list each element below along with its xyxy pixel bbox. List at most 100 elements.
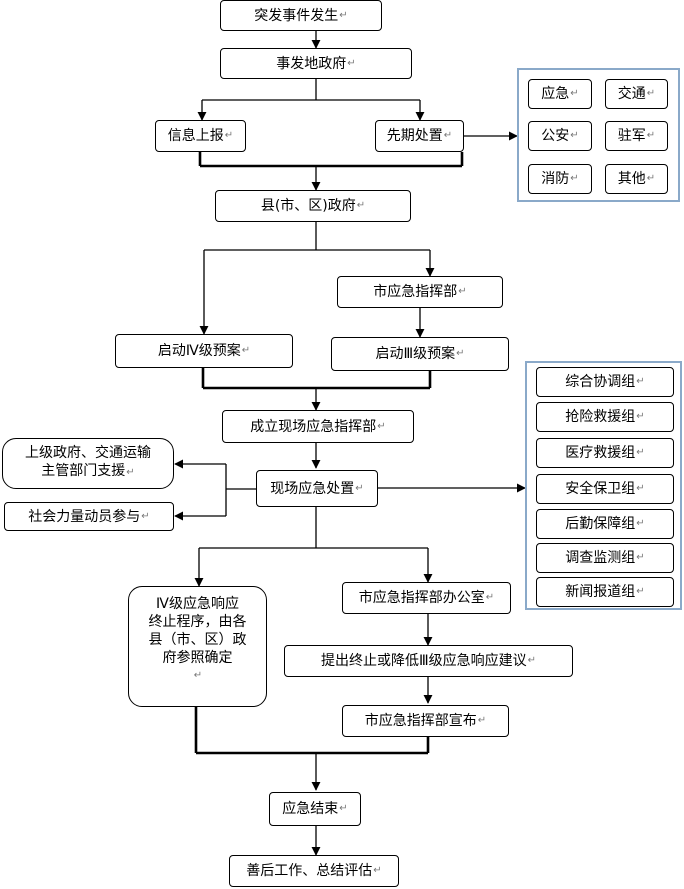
group-rescue: 抢险救援组↵ <box>536 402 674 432</box>
node-label: 信息上报 <box>167 128 224 144</box>
paragraph-mark: ↵ <box>443 130 453 141</box>
group-label: 抢险救援组 <box>565 409 636 425</box>
unit-garrison: 驻军↵ <box>605 121 668 151</box>
paragraph-mark: ↵ <box>570 88 579 99</box>
paragraph-mark: ↵ <box>339 9 348 21</box>
node-onsite-response: 现场应急处置↵ <box>256 470 378 507</box>
paragraph-mark: ↵ <box>339 803 348 814</box>
paragraph-mark: ↵ <box>485 592 495 603</box>
node-higher-government-support: 上级政府、交通运输 主管部门支援↵ <box>2 438 174 489</box>
paragraph-mark: ↵ <box>646 130 656 141</box>
paragraph-mark: ↵ <box>636 376 645 387</box>
node-label: 市应急指挥部办公室 <box>358 590 485 606</box>
paragraph-mark: ↵ <box>570 130 579 141</box>
paragraph-mark: ↵ <box>377 420 386 432</box>
node-label-line: 终止程序，由各 <box>148 614 247 630</box>
node-label: 启动Ⅲ级预案 <box>375 346 456 362</box>
node-label: 突发事件发生 <box>254 7 339 24</box>
unit-traffic: 交通↵ <box>605 79 668 109</box>
node-city-emergency-command: 市应急指挥部↵ <box>337 276 503 308</box>
paragraph-mark: ↵ <box>636 552 645 563</box>
node-label: 提出终止或降低Ⅲ级应急响应建议 <box>320 653 527 669</box>
unit-label: 公安 <box>541 128 570 144</box>
paragraph-mark: ↵ <box>347 57 356 69</box>
node-aftermath-evaluation: 善后工作、总结评估↵ <box>229 855 399 887</box>
node-propose-termination: 提出终止或降低Ⅲ级应急响应建议↵ <box>284 645 573 677</box>
node-label: 市应急指挥部 <box>373 284 458 300</box>
paragraph-mark: ↵ <box>456 348 465 359</box>
node-label: 启动Ⅳ级预案 <box>157 343 241 359</box>
node-social-mobilization: 社会力量动员参与↵ <box>4 502 174 531</box>
unit-label: 其他 <box>617 171 646 187</box>
node-start-level3-plan: 启动Ⅲ级预案↵ <box>331 337 509 371</box>
paragraph-mark: ↵ <box>355 482 364 494</box>
node-label: 现场应急处置 <box>270 480 355 497</box>
node-label-line: Ⅳ级应急响应 <box>156 596 239 612</box>
unit-label: 交通 <box>617 86 646 102</box>
paragraph-mark: ↵ <box>636 586 645 597</box>
node-city-command-office: 市应急指挥部办公室↵ <box>342 582 511 614</box>
paragraph-mark: ↵ <box>126 467 135 478</box>
paragraph-mark: ↵ <box>646 88 656 99</box>
paragraph-mark: ↵ <box>527 655 537 666</box>
node-label: 成立现场应急指挥部 <box>250 418 377 435</box>
unit-label: 驻军 <box>617 128 646 144</box>
paragraph-mark: ↵ <box>241 345 251 356</box>
paragraph-mark: ↵ <box>193 670 203 681</box>
node-county-government: 县(市、区)政府↵ <box>215 190 411 222</box>
node-level4-termination: Ⅳ级应急响应 终止程序，由各 县（市、区）政 府参照确定 ↵ <box>128 586 267 707</box>
node-label: 应急结束 <box>282 801 339 817</box>
node-label: 善后工作、总结评估 <box>246 863 373 879</box>
paragraph-mark: ↵ <box>646 173 656 184</box>
paragraph-mark: ↵ <box>477 715 487 726</box>
paragraph-mark: ↵ <box>636 447 645 458</box>
group-investigation: 调查监测组↵ <box>536 543 674 573</box>
paragraph-mark: ↵ <box>570 173 579 184</box>
node-label: 先期处置 <box>386 128 443 144</box>
node-label: 市应急指挥部宣布 <box>364 713 477 729</box>
node-city-command-announce: 市应急指挥部宣布↵ <box>342 705 509 737</box>
node-local-government: 事发地政府↵ <box>220 48 412 79</box>
node-label-line: 县（市、区）政 <box>148 632 247 648</box>
node-initial-response: 先期处置↵ <box>375 120 464 152</box>
unit-label: 应急 <box>541 86 570 102</box>
group-security: 安全保卫组↵ <box>536 474 674 504</box>
unit-fire: 消防↵ <box>528 164 592 194</box>
responder-units-group <box>517 68 680 202</box>
working-groups-container <box>525 361 682 610</box>
node-label: 社会力量动员参与 <box>28 508 141 525</box>
group-logistics: 后勤保障组↵ <box>536 509 674 539</box>
unit-emergency: 应急↵ <box>528 79 592 109</box>
node-start-level4-plan: 启动Ⅳ级预案↵ <box>115 334 293 368</box>
unit-police: 公安↵ <box>528 121 592 151</box>
group-news: 新闻报道组↵ <box>536 577 674 607</box>
paragraph-mark: ↵ <box>458 286 467 297</box>
paragraph-mark: ↵ <box>636 483 645 494</box>
node-label: 县(市、区)政府 <box>260 198 356 214</box>
group-label: 综合协调组 <box>565 374 636 390</box>
group-coordination: 综合协调组↵ <box>536 367 674 397</box>
paragraph-mark: ↵ <box>224 130 234 141</box>
group-label: 后勤保障组 <box>565 516 636 532</box>
group-label: 调查监测组 <box>565 550 636 566</box>
paragraph-mark: ↵ <box>636 411 645 422</box>
unit-label: 消防 <box>541 171 570 187</box>
node-onsite-command: 成立现场应急指挥部↵ <box>222 410 414 443</box>
node-information-report: 信息上报↵ <box>155 120 246 152</box>
node-emergency-end: 应急结束↵ <box>269 792 361 826</box>
group-medical: 医疗救援组↵ <box>536 438 674 468</box>
group-label: 新闻报道组 <box>565 584 636 600</box>
group-label: 医疗救援组 <box>565 445 636 461</box>
node-label: 事发地政府 <box>276 55 347 72</box>
unit-other: 其他↵ <box>605 164 668 194</box>
paragraph-mark: ↵ <box>356 200 366 211</box>
paragraph-mark: ↵ <box>141 510 150 522</box>
group-label: 安全保卫组 <box>565 481 636 497</box>
node-label-line: 上级政府、交通运输 <box>25 445 151 461</box>
node-label-line: 府参照确定 <box>162 650 233 666</box>
node-label-line: 主管部门支援 <box>41 463 126 479</box>
paragraph-mark: ↵ <box>373 865 382 876</box>
paragraph-mark: ↵ <box>636 518 645 529</box>
node-event-occurs: 突发事件发生↵ <box>220 0 382 31</box>
